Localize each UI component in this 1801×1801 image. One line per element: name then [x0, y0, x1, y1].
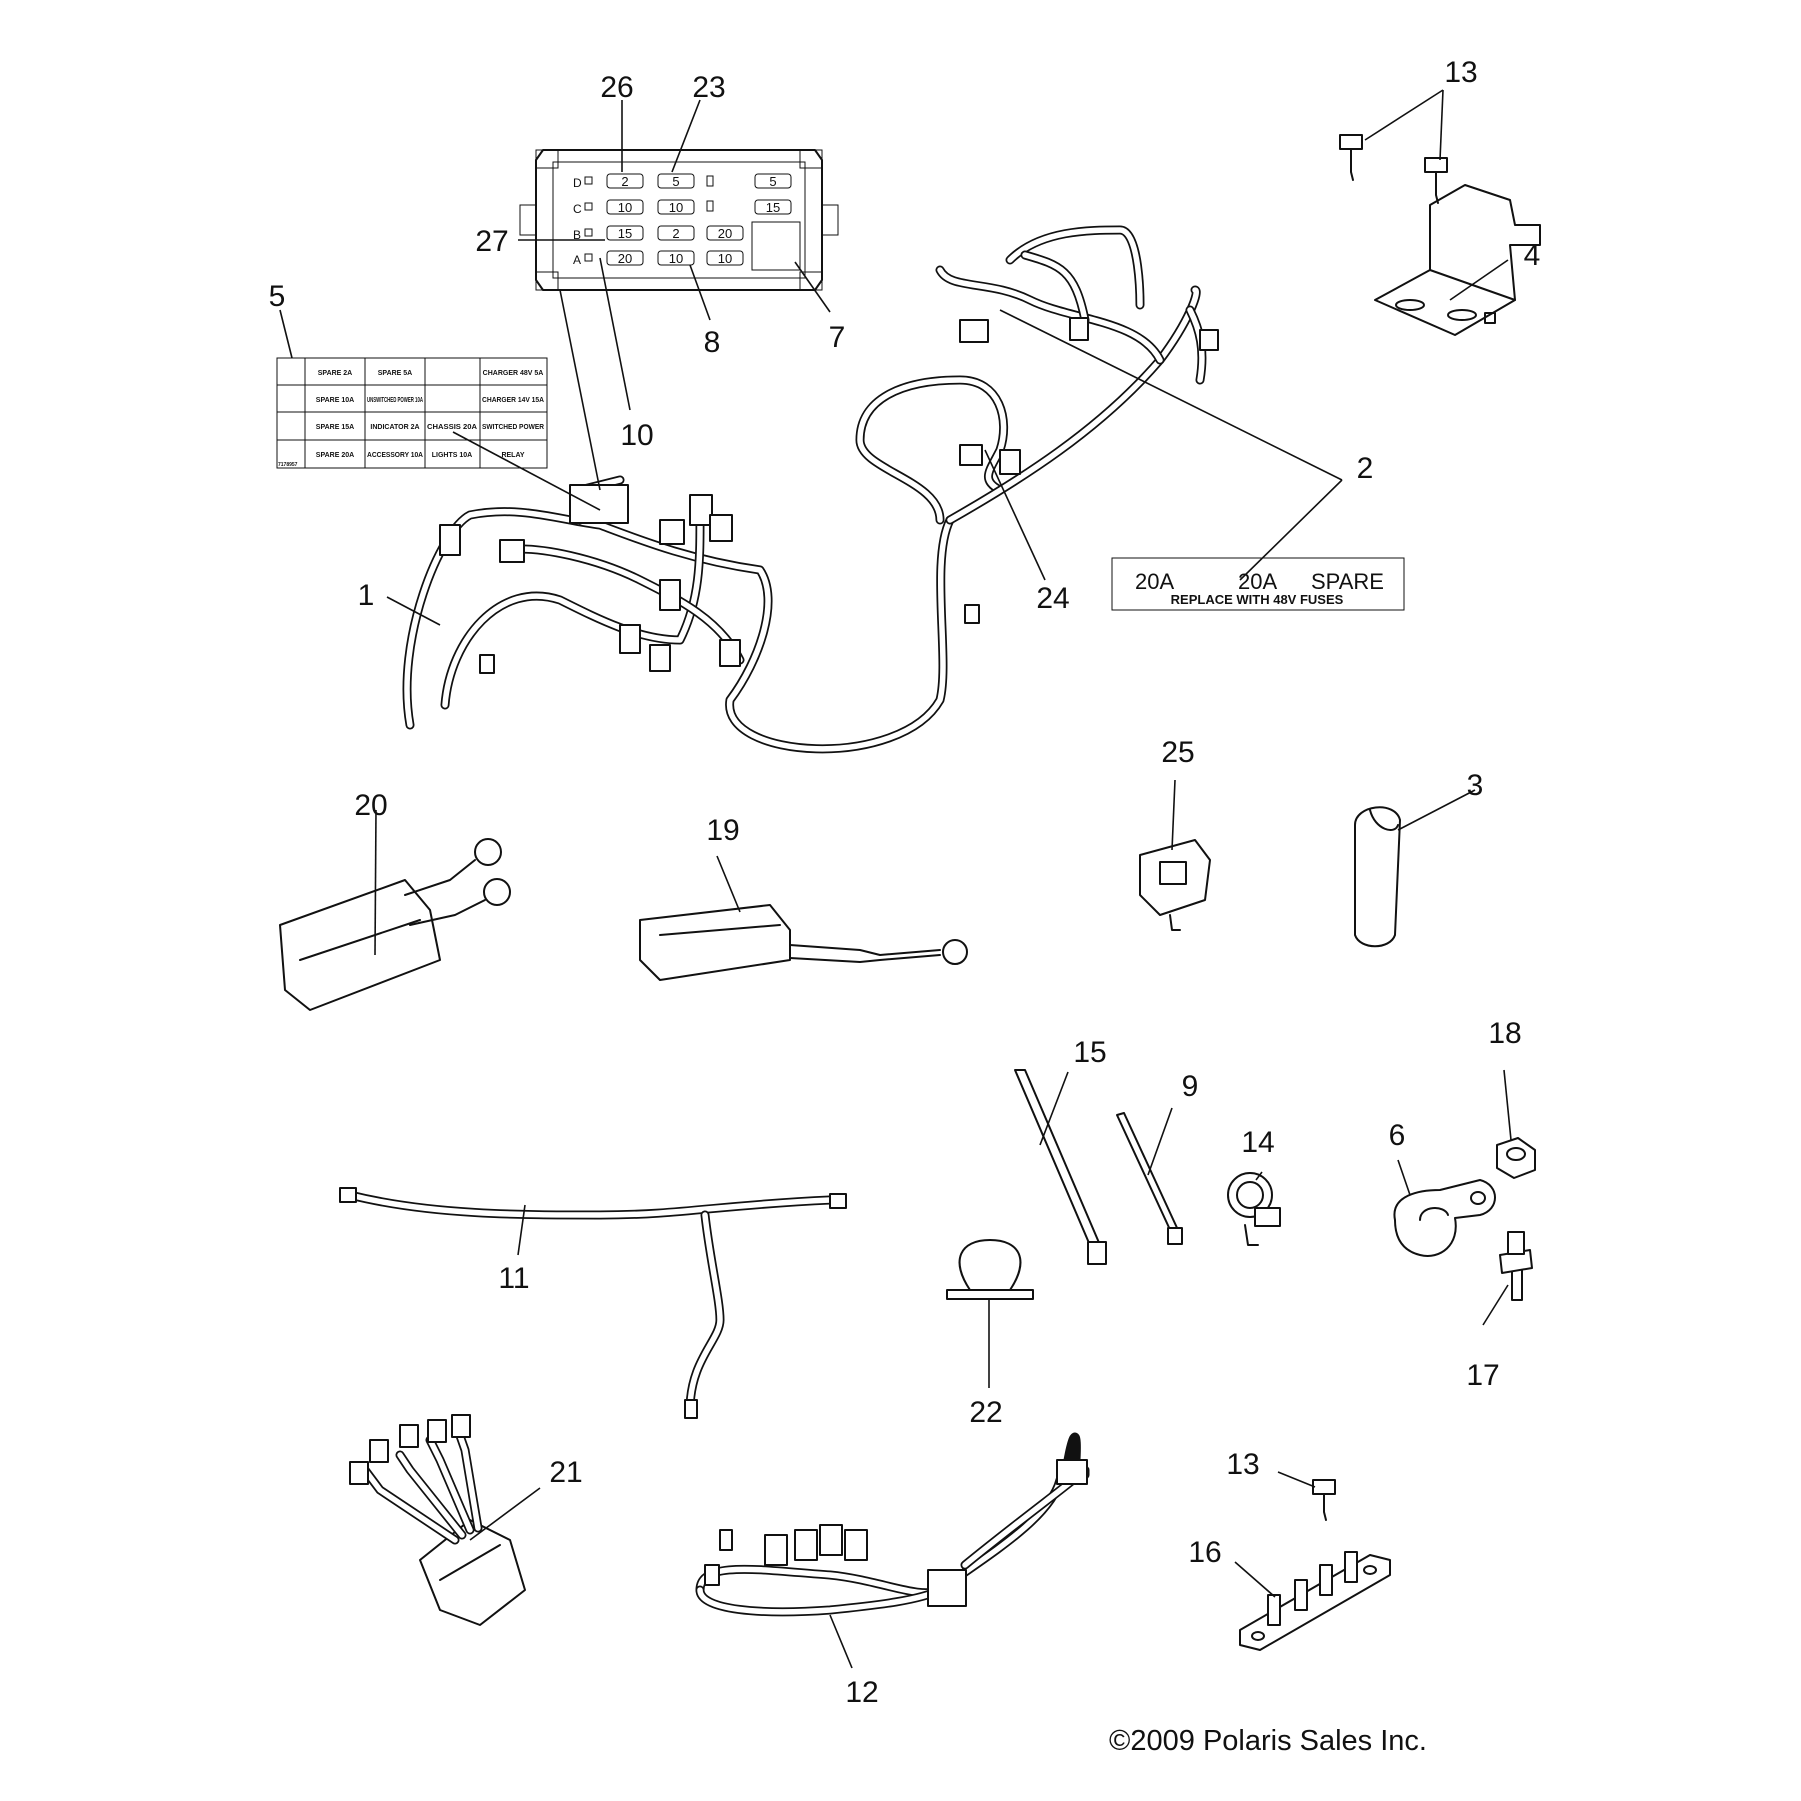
fuse-c2: 10	[669, 200, 683, 215]
fuse-a1: 20	[618, 251, 632, 266]
table-cell-3-1: ACCESSORY 10A	[367, 452, 423, 459]
callout-13-upper: 13	[1444, 56, 1477, 89]
callout-3: 3	[1467, 769, 1484, 802]
fuse-d3: 5	[769, 174, 776, 189]
clip-22	[946, 1239, 1034, 1300]
callout-27: 27	[475, 225, 508, 258]
spare-label-spare: SPARE	[1311, 569, 1384, 594]
table-cell-2-2: CHASSIS 20A	[427, 424, 477, 431]
callout-26: 26	[600, 71, 633, 104]
callout-13-lower: 13	[1226, 1448, 1259, 1481]
callout-7: 7	[829, 321, 846, 354]
terminal-block-16	[1239, 1551, 1391, 1651]
accessory-harness-11	[339, 1187, 847, 1419]
table-part-number: 7178957	[278, 462, 298, 468]
fuse-row-letter-d: D	[573, 176, 582, 190]
fuse-c3: 15	[766, 200, 780, 215]
table-cell-1-1: UNSWITCHED POWER 10A	[367, 397, 423, 404]
callout-16: 16	[1188, 1536, 1221, 1569]
table-cell-2-1: INDICATOR 2A	[370, 424, 419, 431]
rear-wire-harness	[855, 225, 1219, 624]
fuse-c1: 10	[618, 200, 632, 215]
callout-15: 15	[1073, 1036, 1106, 1069]
callout-19: 19	[706, 814, 739, 847]
spare-fuse-label	[1111, 557, 1405, 611]
bolt-13-upper-right	[1424, 157, 1448, 204]
callout-14: 14	[1241, 1126, 1274, 1159]
cable-tie-9	[1116, 1112, 1183, 1245]
bolt-17	[1499, 1231, 1533, 1301]
fuse-row-letter-a: A	[573, 253, 581, 267]
callout-8: 8	[704, 326, 721, 359]
spare-label-20a-2: 20A	[1238, 569, 1277, 594]
callout-12: 12	[845, 1676, 878, 1709]
table-cell-2-3: SWITCHED POWER	[482, 424, 544, 431]
connector-20	[279, 838, 511, 1011]
connector-bundle-21	[349, 1414, 526, 1626]
fuse-row-letter-c: C	[573, 202, 582, 216]
fuse-d2: 5	[672, 174, 679, 189]
table-cell-0-0: SPARE 2A	[318, 370, 353, 377]
table-cell-3-3: RELAY	[501, 452, 524, 459]
fuse-label-table	[276, 357, 548, 469]
callout-21: 21	[549, 1456, 582, 1489]
table-cell-2-0: SPARE 15A	[316, 424, 354, 431]
fuse-row-letter-b: B	[573, 228, 581, 242]
fuse-b2: 2	[672, 226, 679, 241]
bolt-13-upper-left	[1339, 134, 1363, 181]
wire-sleeve-3	[1354, 806, 1401, 948]
spare-label-replace: REPLACE WITH 48V FUSES	[1171, 592, 1344, 607]
clip-14	[1227, 1172, 1281, 1246]
callout-9: 9	[1182, 1070, 1199, 1103]
bolt-13-lower	[1312, 1479, 1336, 1521]
callout-11: 11	[498, 1262, 529, 1295]
callout-22: 22	[969, 1396, 1002, 1429]
table-cell-3-2: LIGHTS 10A	[432, 452, 472, 459]
callout-20: 20	[354, 789, 387, 822]
copyright-notice: ©2009 Polaris Sales Inc.	[1109, 1725, 1427, 1757]
harness-12	[695, 1432, 1090, 1617]
fuse-a3: 10	[718, 251, 732, 266]
nut-18	[1496, 1137, 1536, 1179]
callout-6: 6	[1389, 1119, 1406, 1152]
table-cell-0-3: CHARGER 48V 5A	[483, 370, 544, 377]
callout-10: 10	[620, 419, 653, 452]
fuse-b3: 20	[718, 226, 732, 241]
callout-18: 18	[1488, 1017, 1521, 1050]
fuse-slots	[606, 173, 792, 266]
main-wire-harness	[402, 475, 955, 754]
callout-23: 23	[692, 71, 725, 104]
callout-4: 4	[1524, 239, 1541, 272]
callout-25: 25	[1161, 736, 1194, 769]
fuse-a2: 10	[669, 251, 683, 266]
callout-24: 24	[1036, 582, 1069, 615]
mounting-bracket	[1374, 184, 1541, 336]
connector-25	[1139, 839, 1211, 931]
connector-19	[639, 904, 968, 981]
callout-1: 1	[358, 579, 375, 612]
fuse-b1: 15	[618, 226, 632, 241]
cable-tie-15	[1014, 1069, 1107, 1265]
table-cell-1-0: SPARE 10A	[316, 397, 354, 404]
fuse-box	[519, 149, 839, 291]
spare-label-20a-1: 20A	[1135, 569, 1174, 594]
callout-17: 17	[1466, 1359, 1499, 1392]
callout-5: 5	[269, 280, 286, 313]
table-cell-3-0: SPARE 20A	[316, 452, 354, 459]
table-cell-1-3: CHARGER 14V 15A	[482, 397, 544, 404]
table-cell-0-1: SPARE 5A	[378, 370, 413, 377]
clamp-6	[1393, 1179, 1496, 1257]
leader-lines	[279, 89, 1512, 1669]
fuse-d1: 2	[621, 174, 628, 189]
callout-2: 2	[1357, 452, 1374, 485]
